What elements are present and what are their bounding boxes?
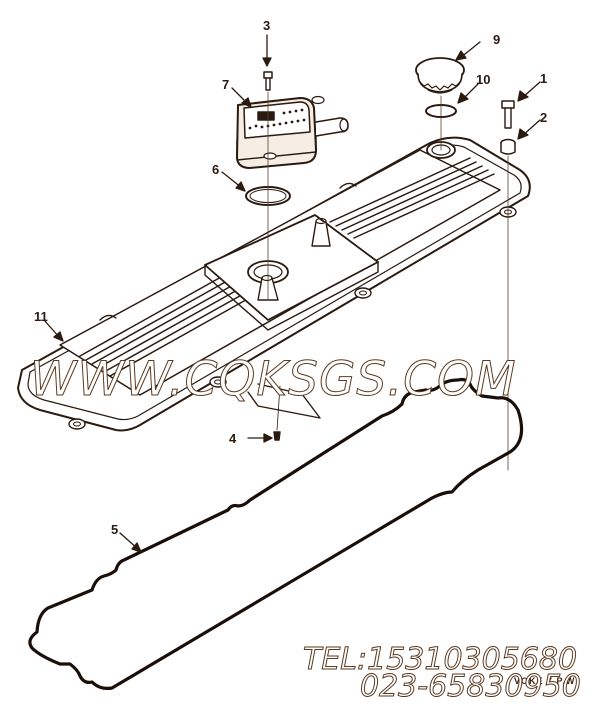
callout-7: 7: [222, 77, 230, 92]
watermark-url: WWW.CQKSGS.COM: [30, 352, 517, 407]
bolt-1: [501, 100, 515, 129]
isolator-2: [500, 138, 516, 155]
valve-cover-11: [17, 136, 531, 432]
callout-3: 3: [263, 18, 271, 33]
callout-9: 9: [493, 32, 501, 47]
callout-11: 11: [34, 309, 48, 324]
callout-2: 2: [540, 110, 548, 125]
callout-6: 6: [212, 162, 220, 177]
filler-cap-9: [415, 57, 465, 94]
plug-4: [247, 383, 321, 441]
breather-module-7: [236, 95, 349, 169]
callout-4: 4: [229, 431, 237, 446]
watermark-tel: TEL:15310305680: [302, 642, 578, 677]
callout-1: 1: [540, 71, 548, 86]
callout-5: 5: [111, 522, 119, 537]
watermark-phone: 023-65830950: [360, 669, 582, 704]
gasket-5: [28, 377, 524, 690]
screw-3: [263, 71, 273, 91]
callout-10: 10: [476, 72, 491, 87]
drawing-stamp: VOKE 7 P.W: [514, 676, 576, 686]
callout-arrows: [43, 34, 541, 553]
